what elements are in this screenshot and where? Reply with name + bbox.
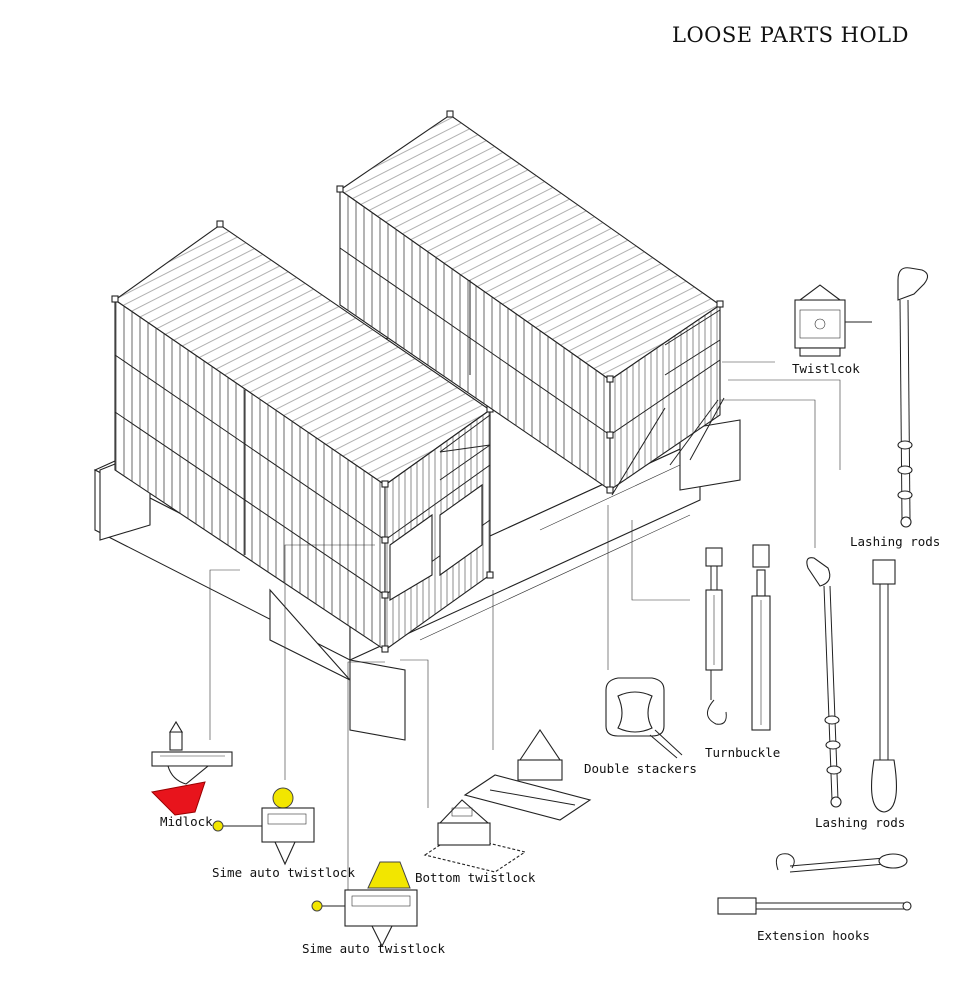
- midlock-red-cone: [150, 781, 206, 816]
- sime-auto-twistlock-1-label: Sime auto twistlock: [212, 865, 355, 880]
- double-stackers-icon: [605, 677, 683, 759]
- lashing-rods-bottom-label: Lashing rods: [815, 815, 905, 830]
- lashing-rod-top-icon: [897, 267, 929, 528]
- container-stack-right: [336, 110, 725, 496]
- double-stackers-label: Double stackers: [584, 761, 697, 776]
- twistlock-label: Twistlcok: [792, 361, 860, 376]
- bottom-twistlock-label: Bottom twistlock: [415, 870, 536, 885]
- extension-hooks-label: Extension hooks: [757, 928, 870, 943]
- lashing-rods-top-label: Lashing rods: [850, 534, 940, 549]
- twistlock-icon: [794, 284, 872, 357]
- turnbuckle-icon: [705, 544, 771, 731]
- sime-yellow-cone-1: [272, 787, 294, 809]
- lashing-rods-bottom-icon: [806, 557, 897, 813]
- midlock-icon: [150, 720, 233, 816]
- diagram-title: LOOSE PARTS HOLD: [672, 23, 909, 47]
- turnbuckle-label: Turnbuckle: [705, 745, 780, 760]
- extension-hooks-icon: [717, 853, 912, 915]
- sime-auto-twistlock-1-icon: [212, 787, 315, 866]
- sime-auto-twistlock-2-icon: [311, 861, 418, 948]
- sime-yellow-cone-2: [367, 861, 411, 889]
- sime-auto-twistlock-2-label: Sime auto twistlock: [302, 941, 445, 956]
- leader-lines: [209, 361, 841, 890]
- dovetail-foundation-icon: [463, 729, 592, 821]
- midlock-label: Midlock: [160, 814, 213, 829]
- bottom-twistlock-icon: [423, 799, 527, 873]
- container-stack-left: [111, 220, 494, 653]
